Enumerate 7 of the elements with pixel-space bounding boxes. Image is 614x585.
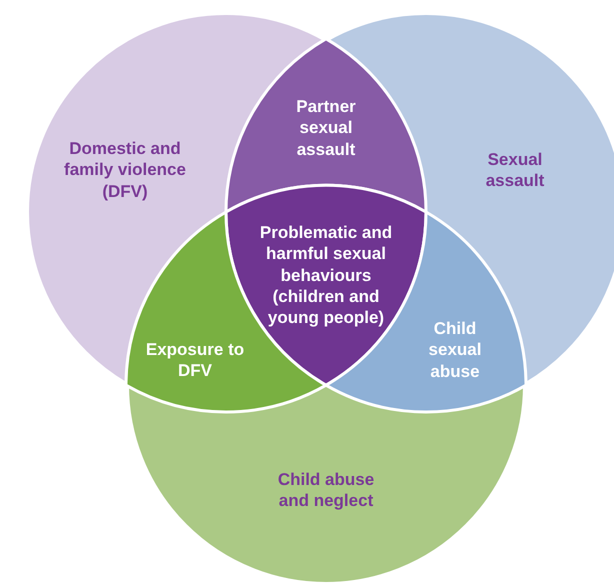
region-label: Exposure to DFV [144, 338, 246, 382]
region-label: Child sexual abuse [428, 318, 482, 382]
region-label: Domestic and family violence (DFV) [63, 138, 187, 202]
region-label: Problematic and harmful sexual behaviours (children and young people) [258, 222, 394, 328]
region-label: Sexual assault [484, 148, 546, 192]
region-label: Partner sexual assault [295, 96, 357, 160]
region-label: Child abuse and neglect [276, 468, 376, 512]
